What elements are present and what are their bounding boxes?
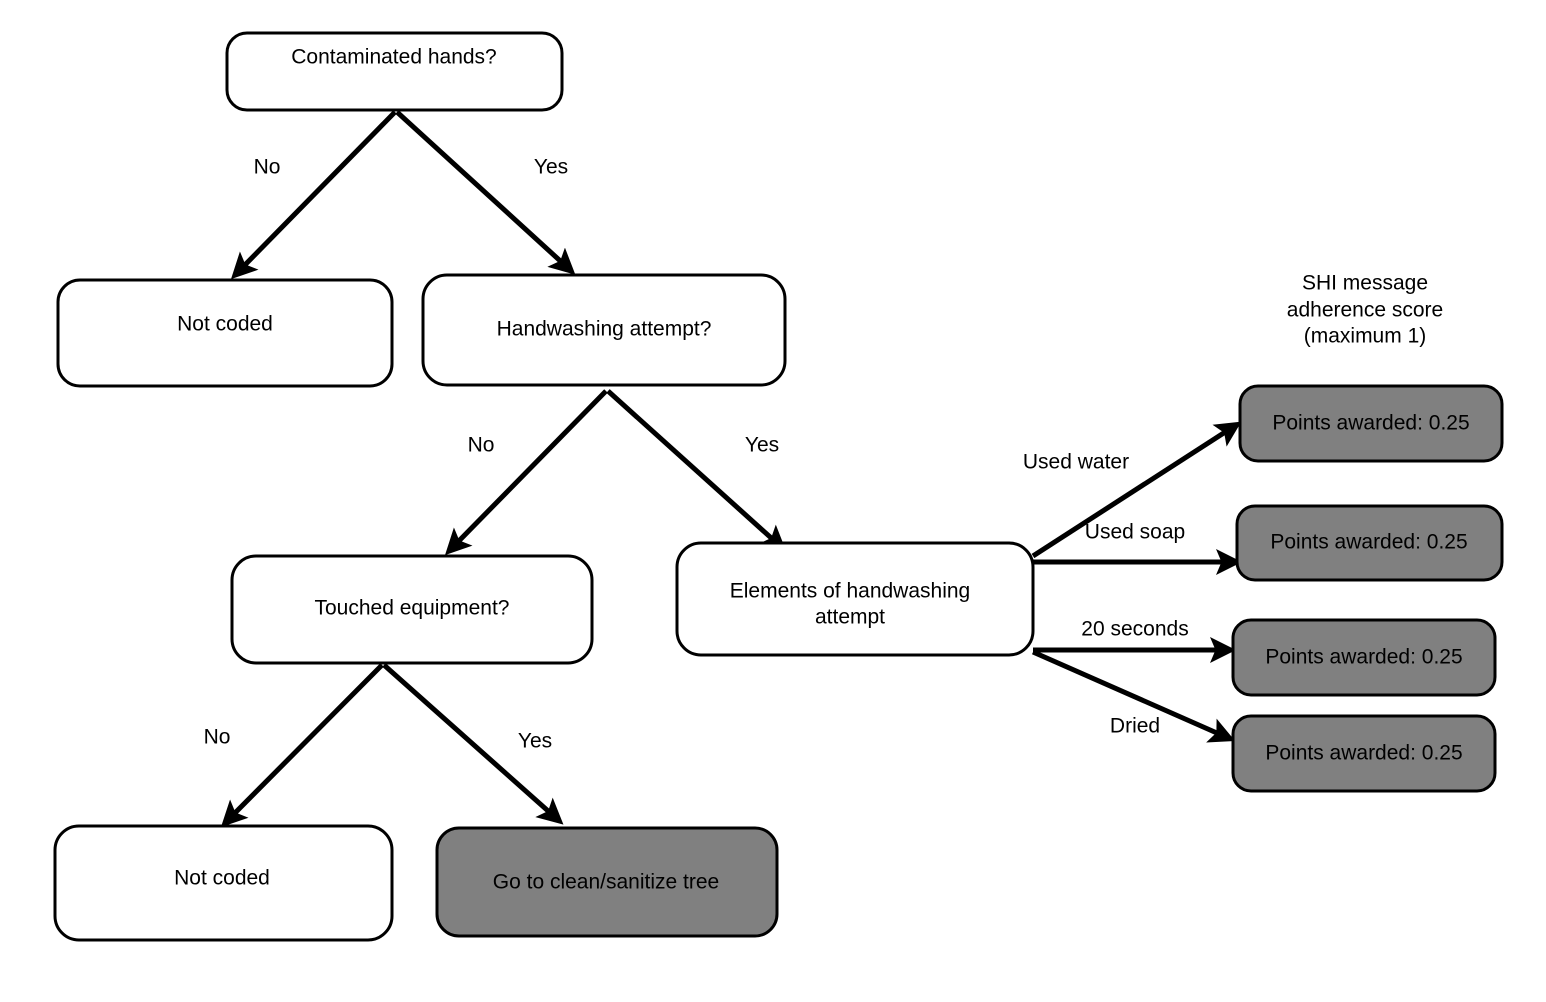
node-not-coded-bottom-box[interactable] — [53, 824, 394, 942]
shi-score-legend-line3: (maximum 1) — [1304, 325, 1427, 348]
node-handwashing-attempt-box[interactable] — [421, 273, 787, 387]
edge-used-water-line — [1031, 421, 1242, 559]
edge-used-water-label: Used water — [1023, 451, 1129, 474]
edge-handwash-no-label: No — [468, 434, 495, 457]
edge-20-seconds-label: 20 seconds — [1081, 618, 1188, 641]
edge-used-soap: Used soap — [1033, 521, 1242, 576]
node-handwashing-attempt-label: Handwashing attempt? — [497, 318, 712, 341]
node-go-to-clean-sanitize-box[interactable] — [435, 826, 779, 938]
node-points-dried-label: Points awarded: 0.25 — [1265, 742, 1462, 765]
node-contaminated-hands-box[interactable] — [225, 31, 564, 112]
edge-hands-no: No — [230, 110, 397, 280]
edge-hands-yes: Yes — [395, 110, 576, 275]
edge-equipment-no: No — [204, 663, 384, 828]
node-elements-of-handwashing[interactable]: Elements of handwashing attempt — [675, 541, 1035, 657]
node-go-to-clean-sanitize-label: Go to clean/sanitize tree — [493, 871, 719, 894]
edge-dried-line — [1031, 649, 1236, 743]
node-touched-equipment[interactable]: Touched equipment? — [230, 554, 594, 665]
node-not-coded-top-label: Not coded — [177, 313, 273, 336]
node-points-soap[interactable]: Points awarded: 0.25 — [1235, 504, 1504, 582]
edge-used-water: Used water — [1023, 421, 1242, 559]
edge-handwash-yes: Yes — [606, 389, 787, 552]
node-handwashing-attempt[interactable]: Handwashing attempt? — [421, 273, 787, 387]
shi-score-legend: SHI message adherence score (maximum 1) — [1287, 272, 1443, 348]
node-points-soap-box[interactable] — [1235, 504, 1504, 582]
edge-dried: Dried — [1031, 649, 1236, 743]
node-points-water[interactable]: Points awarded: 0.25 — [1238, 384, 1504, 463]
edge-hands-yes-label: Yes — [534, 156, 568, 179]
node-contaminated-hands[interactable]: Contaminated hands? — [225, 31, 564, 112]
edge-equipment-yes-line — [382, 663, 564, 825]
node-elements-of-handwashing-box[interactable] — [675, 541, 1035, 657]
edge-hands-no-label: No — [254, 156, 281, 179]
edge-handwash-no-line — [444, 389, 608, 556]
edge-used-soap-label: Used soap — [1085, 521, 1185, 544]
node-points-water-box[interactable] — [1238, 384, 1504, 463]
edge-equipment-yes-label: Yes — [518, 730, 552, 753]
edge-equipment-no-label: No — [204, 726, 231, 749]
edge-hands-no-line — [230, 110, 397, 280]
node-elements-of-handwashing-label-line2: attempt — [815, 606, 885, 629]
edge-20-seconds: 20 seconds — [1033, 618, 1236, 664]
edge-equipment-yes: Yes — [382, 663, 564, 825]
edge-handwash-yes-line — [606, 389, 787, 552]
node-points-seconds-box[interactable] — [1231, 618, 1497, 697]
edge-equipment-no-line — [220, 663, 384, 828]
node-contaminated-hands-label: Contaminated hands? — [291, 46, 496, 69]
node-touched-equipment-box[interactable] — [230, 554, 594, 665]
node-not-coded-bottom-label: Not coded — [174, 867, 270, 890]
node-not-coded-bottom[interactable]: Not coded — [53, 824, 394, 942]
node-points-dried-box[interactable] — [1231, 714, 1497, 793]
node-points-dried[interactable]: Points awarded: 0.25 — [1231, 714, 1497, 793]
node-elements-of-handwashing-label-line1: Elements of handwashing — [730, 580, 971, 603]
node-touched-equipment-label: Touched equipment? — [315, 597, 510, 620]
shi-score-legend-line2: adherence score — [1287, 299, 1443, 322]
edge-handwash-yes-label: Yes — [745, 434, 779, 457]
node-points-seconds[interactable]: Points awarded: 0.25 — [1231, 618, 1497, 697]
edge-hands-yes-line — [395, 110, 576, 275]
edge-handwash-no: No — [444, 389, 608, 556]
edge-dried-label: Dried — [1110, 715, 1160, 738]
node-points-seconds-label: Points awarded: 0.25 — [1265, 646, 1462, 669]
shi-score-legend-line1: SHI message — [1302, 272, 1428, 295]
node-points-water-label: Points awarded: 0.25 — [1272, 412, 1469, 435]
node-not-coded-top-box[interactable] — [56, 278, 394, 388]
node-points-soap-label: Points awarded: 0.25 — [1270, 531, 1467, 554]
node-go-to-clean-sanitize[interactable]: Go to clean/sanitize tree — [435, 826, 779, 938]
node-not-coded-top[interactable]: Not coded — [56, 278, 394, 388]
